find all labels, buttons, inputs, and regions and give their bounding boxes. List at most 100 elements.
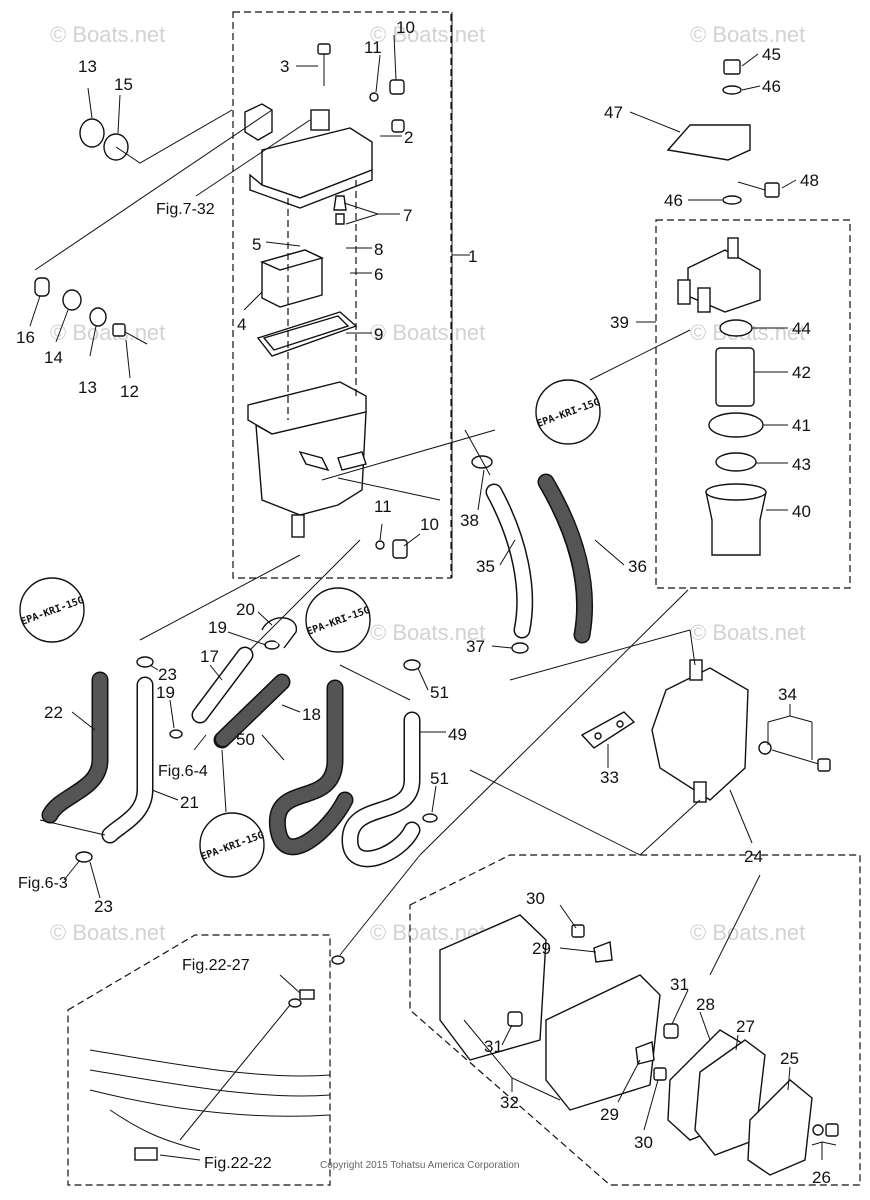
- screw: [653, 1067, 667, 1081]
- bolt-shaft: [124, 331, 148, 345]
- part-label: 34: [778, 685, 797, 704]
- part-label: 7: [403, 206, 412, 225]
- bolt-shaft: [737, 181, 766, 191]
- part-label: 35: [476, 557, 495, 576]
- leader-line: [257, 611, 273, 626]
- leader-line: [735, 1034, 739, 1051]
- engine-outline: [109, 1109, 201, 1151]
- separator-cover-flange: [249, 168, 373, 209]
- part-label: 46: [762, 77, 781, 96]
- leader-line: [195, 119, 311, 197]
- leader-line: [781, 179, 797, 189]
- part-label: 29: [532, 939, 551, 958]
- hose-clip: [511, 642, 529, 654]
- engine-outline: [89, 1069, 331, 1097]
- part-label: 16: [16, 328, 35, 347]
- leader-line: [87, 87, 93, 119]
- screw: [571, 924, 585, 938]
- bolt-head: [764, 182, 780, 198]
- valve: [333, 195, 347, 211]
- hose-clip: [331, 955, 345, 965]
- figure-references: Fig.7-32 Fig.6-4 Fig.6-3 Fig.22-27 Fig.2…: [18, 201, 272, 1172]
- part-label: 2: [404, 128, 413, 147]
- figure-ref: Fig.6-4: [158, 763, 208, 780]
- part-label: 30: [634, 1133, 653, 1152]
- hose-clip: [264, 640, 280, 650]
- leader-line: [417, 667, 429, 691]
- fuel-pump-group-box: [409, 854, 861, 1186]
- leader-line: [343, 202, 380, 225]
- leader-line: [169, 699, 175, 729]
- collar: [34, 277, 50, 297]
- bowl-outlet: [291, 514, 305, 538]
- copyright-text: Copyright 2015 Tohatsu America Corporati…: [320, 1160, 519, 1171]
- filter-bracket: [666, 124, 751, 161]
- leader-lines: [29, 34, 837, 1161]
- part-label: 42: [792, 363, 811, 382]
- leader-line: [279, 974, 301, 994]
- epa-label-circle: [305, 587, 371, 653]
- leader-line: [193, 734, 207, 751]
- drain-screw: [392, 539, 408, 559]
- connection-line: [39, 819, 106, 836]
- float-top: [259, 249, 324, 271]
- leader-line: [499, 539, 516, 566]
- gasket-inner: [262, 315, 350, 351]
- plate-hole: [616, 720, 624, 728]
- separator-mount-hardware: [34, 103, 273, 345]
- fuel-filter-group-box: [655, 219, 851, 589]
- leader-line: [71, 711, 96, 731]
- connection-line: [639, 799, 701, 856]
- leader-line: [261, 734, 285, 761]
- watermark-text: © Boats.net: [690, 22, 805, 47]
- leader-line: [643, 1079, 659, 1131]
- leader-line: [265, 241, 301, 247]
- o-ring: [719, 319, 753, 337]
- leader-line: [29, 295, 41, 327]
- part-label: 11: [364, 38, 382, 57]
- leader-line: [491, 645, 513, 649]
- watermark-text: © Boats.net: [370, 620, 485, 645]
- part-label: 40: [792, 502, 811, 521]
- screw-head: [317, 43, 331, 55]
- part-label: 48: [800, 171, 819, 190]
- hose-clip: [169, 729, 183, 739]
- leader-line: [149, 664, 159, 671]
- hose-fitting: [337, 451, 367, 471]
- filter-cup-rim: [705, 483, 767, 501]
- leader-line: [117, 94, 121, 134]
- check-valve: [635, 1041, 655, 1065]
- part-label: 31: [670, 975, 689, 994]
- plate-hole: [594, 732, 602, 740]
- part-label: 8: [374, 240, 383, 259]
- part-label: 23: [94, 897, 113, 916]
- leader-line: [221, 749, 227, 813]
- leader-line: [594, 539, 625, 566]
- part-label: 12: [120, 382, 139, 401]
- leader-line: [281, 704, 301, 713]
- leader-line: [375, 54, 381, 93]
- part-label: 30: [526, 889, 545, 908]
- connection-line: [464, 429, 491, 476]
- connection-lines: [39, 329, 701, 956]
- leader-line: [34, 109, 273, 271]
- figure-ref: Fig.22-27: [182, 957, 250, 974]
- leader-line: [699, 1011, 711, 1041]
- hose-49-body: [343, 713, 419, 866]
- part-label: 17: [200, 647, 219, 666]
- connection-line: [339, 664, 411, 701]
- connection-line: [689, 629, 696, 666]
- part-label: 18: [302, 705, 321, 724]
- filter-nipple: [677, 279, 691, 305]
- leader-line: [477, 469, 485, 511]
- part-label: 47: [604, 103, 623, 122]
- part-label: 26: [812, 1168, 831, 1187]
- leader-line: [243, 291, 263, 311]
- part-label: 9: [374, 325, 383, 344]
- leader-line: [125, 339, 131, 379]
- connection-line: [249, 539, 361, 651]
- hose-clip: [75, 851, 93, 863]
- leader-line: [729, 789, 753, 844]
- leader-line: [741, 53, 759, 67]
